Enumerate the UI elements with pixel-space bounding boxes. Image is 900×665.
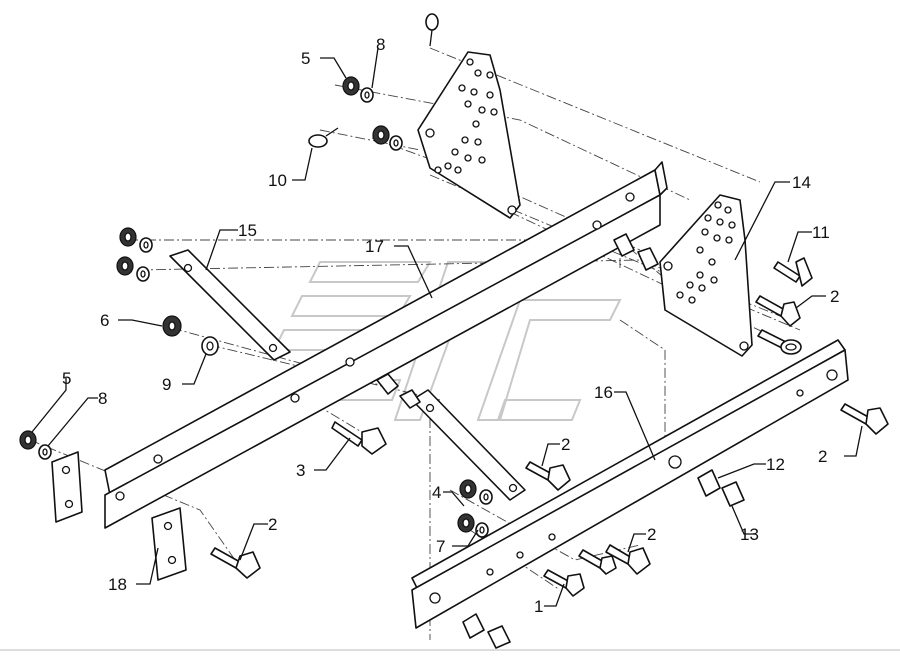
callout-15: 15 bbox=[238, 221, 257, 240]
callout-2c: 2 bbox=[561, 435, 570, 454]
plate-18-right bbox=[151, 507, 187, 581]
callout-6: 6 bbox=[100, 311, 109, 330]
callout-8a: 8 bbox=[376, 35, 385, 54]
callout-10: 10 bbox=[268, 171, 287, 190]
callout-5b: 5 bbox=[62, 369, 71, 388]
callout-13: 13 bbox=[740, 525, 759, 544]
strap-middle bbox=[411, 389, 526, 501]
beam-16 bbox=[411, 339, 849, 629]
callout-2e: 2 bbox=[268, 515, 277, 534]
callout-5a: 5 bbox=[301, 49, 310, 68]
plate-18-left bbox=[51, 451, 83, 523]
fasteners bbox=[19, 76, 745, 649]
beam-17 bbox=[104, 161, 668, 529]
callout-17: 17 bbox=[365, 237, 384, 256]
callout-2b: 2 bbox=[818, 447, 827, 466]
callout-4: 4 bbox=[432, 483, 441, 502]
bolts bbox=[210, 257, 889, 597]
callout-14: 14 bbox=[792, 173, 811, 192]
callout-11: 11 bbox=[812, 223, 830, 242]
callout-3: 3 bbox=[296, 461, 305, 480]
callout-1: 1 bbox=[534, 597, 543, 616]
plate-upper bbox=[417, 51, 521, 219]
callout-7: 7 bbox=[436, 537, 445, 556]
plate-14-holes bbox=[663, 201, 749, 351]
lynch-pins bbox=[308, 13, 439, 148]
callout-2a: 2 bbox=[830, 287, 839, 306]
callout-18: 18 bbox=[108, 575, 127, 594]
callout-labels: 5 8 10 14 11 2 15 17 6 9 5 8 16 2 2 3 4 … bbox=[62, 35, 839, 616]
callout-16: 16 bbox=[594, 383, 613, 402]
plate-upper-holes bbox=[425, 58, 517, 215]
callout-12: 12 bbox=[766, 455, 785, 474]
callout-2d: 2 bbox=[647, 525, 656, 544]
strap-15 bbox=[169, 249, 291, 361]
callout-8b: 8 bbox=[98, 389, 107, 408]
leader-lines bbox=[31, 47, 863, 607]
plate-14 bbox=[659, 194, 753, 357]
callout-9: 9 bbox=[162, 375, 171, 394]
